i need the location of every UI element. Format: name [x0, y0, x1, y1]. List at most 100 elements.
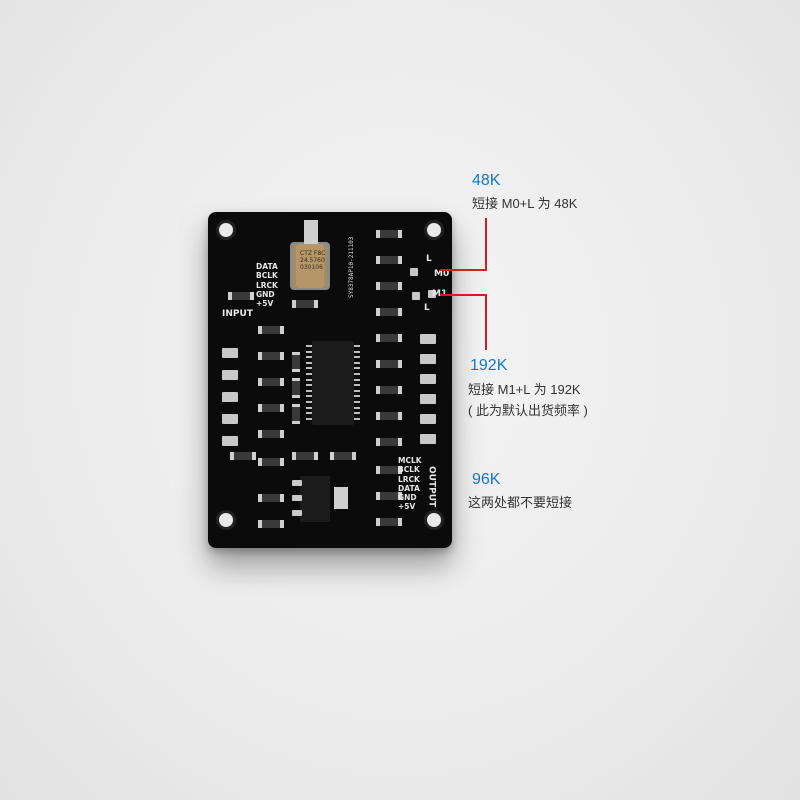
- input-label: INPUT: [222, 309, 253, 319]
- smd-component: [292, 352, 300, 372]
- smd-component: [258, 352, 284, 360]
- jumper-label-l2: L: [424, 303, 430, 313]
- smd-component: [292, 300, 318, 308]
- pointer-line-48k: [440, 269, 486, 271]
- chip-pin: [354, 356, 360, 359]
- input-pin-labels: DATA BCLK LRCK GND +5V: [256, 262, 278, 309]
- smd-component: [330, 452, 356, 460]
- smd-component: [230, 452, 256, 460]
- chip-pin: [354, 389, 360, 392]
- smd-component: [292, 378, 300, 398]
- output-pad: [420, 374, 436, 384]
- silk-serial: SY8378AP10-211103: [348, 236, 355, 298]
- smd-component: [258, 520, 284, 528]
- smd-component: [258, 430, 284, 438]
- main-ic-chip: [312, 341, 354, 425]
- jumper-label-m1: M1: [432, 289, 447, 299]
- chip-pin: [354, 417, 360, 420]
- input-pad: [222, 392, 238, 402]
- chip-pin: [306, 384, 312, 387]
- mounting-hole-icon: [216, 510, 236, 530]
- chip-pin: [306, 350, 312, 353]
- smd-component: [376, 256, 402, 264]
- smd-component: [376, 438, 402, 446]
- smd-component: [376, 308, 402, 316]
- chip-pin: [354, 384, 360, 387]
- mounting-hole-icon: [424, 220, 444, 240]
- annotation-96k-line: 这两处都不要短接: [468, 495, 573, 510]
- input-pad: [222, 370, 238, 380]
- chip-pin: [306, 378, 312, 381]
- input-pad: [222, 414, 238, 424]
- jumper-label-l1: L: [426, 254, 432, 264]
- chip-pin: [354, 350, 360, 353]
- output-pad: [420, 334, 436, 344]
- chip-pin: [306, 345, 312, 347]
- smd-component: [258, 494, 284, 502]
- annotation-96k-title: 96K: [472, 471, 501, 488]
- smd-component: [376, 466, 402, 474]
- voltage-regulator: [300, 476, 330, 522]
- pointer-line-48k: [485, 218, 487, 271]
- output-pad: [420, 354, 436, 364]
- pointer-line-192k: [485, 294, 487, 350]
- chip-pin: [354, 406, 360, 409]
- smd-component: [376, 360, 402, 368]
- output-pad: [420, 414, 436, 424]
- pointer-line-192k: [440, 294, 486, 296]
- annotation-192k-title: 192K: [470, 357, 508, 374]
- jumper-pad-l: [410, 268, 418, 276]
- chip-pin: [306, 417, 312, 420]
- chip-pin: [354, 401, 360, 403]
- smd-component: [376, 386, 402, 394]
- chip-pin: [306, 395, 312, 398]
- chip-pin: [306, 412, 312, 415]
- chip-pin: [354, 412, 360, 415]
- chip-pin: [354, 345, 360, 347]
- annotation-48k-line: 短接 M0+L 为 48K: [472, 196, 578, 211]
- chip-pin: [354, 361, 360, 364]
- chip-pin: [354, 395, 360, 398]
- chip-pin: [306, 356, 312, 359]
- chip-pin: [354, 367, 360, 370]
- input-pad: [222, 436, 238, 446]
- regulator-tab: [334, 487, 348, 509]
- smd-component: [376, 518, 402, 526]
- smd-component: [376, 412, 402, 420]
- jumper-pad-m1: [428, 290, 436, 298]
- regulator-pin: [292, 495, 302, 501]
- crystal-body: [296, 244, 324, 288]
- chip-pin: [306, 367, 312, 370]
- regulator-pin: [292, 510, 302, 516]
- smd-component: [292, 404, 300, 424]
- chip-pin: [354, 378, 360, 381]
- mounting-hole-icon: [424, 510, 444, 530]
- annotation-48k-title: 48K: [472, 172, 501, 189]
- chip-pin: [354, 373, 360, 375]
- chip-pin: [306, 373, 312, 375]
- regulator-pin: [292, 480, 302, 486]
- mounting-hole-icon: [216, 220, 236, 240]
- output-label: OUTPUT: [426, 466, 437, 508]
- chip-pin: [306, 389, 312, 392]
- chip-pin: [306, 406, 312, 409]
- smd-component: [258, 404, 284, 412]
- chip-pin: [306, 361, 312, 364]
- input-pad: [222, 348, 238, 358]
- smd-component: [376, 282, 402, 290]
- crystal-shield-tab: [304, 220, 318, 244]
- smd-component: [228, 292, 254, 300]
- jumper-pad-m0: [412, 292, 420, 300]
- chip-pin: [306, 401, 312, 403]
- output-pin-labels: MCLK BCLK LRCK DATA GND +5V: [398, 456, 422, 512]
- smd-component: [258, 458, 284, 466]
- smd-component: [376, 334, 402, 342]
- smd-component: [292, 452, 318, 460]
- jumper-label-m0: M0: [434, 269, 450, 279]
- output-pad: [420, 394, 436, 404]
- crystal-marking: CTZ F8C 24.5760 030106: [300, 250, 326, 271]
- smd-component: [258, 326, 284, 334]
- annotation-192k-note: ( 此为默认出货频率 ): [468, 403, 588, 418]
- smd-component: [258, 378, 284, 386]
